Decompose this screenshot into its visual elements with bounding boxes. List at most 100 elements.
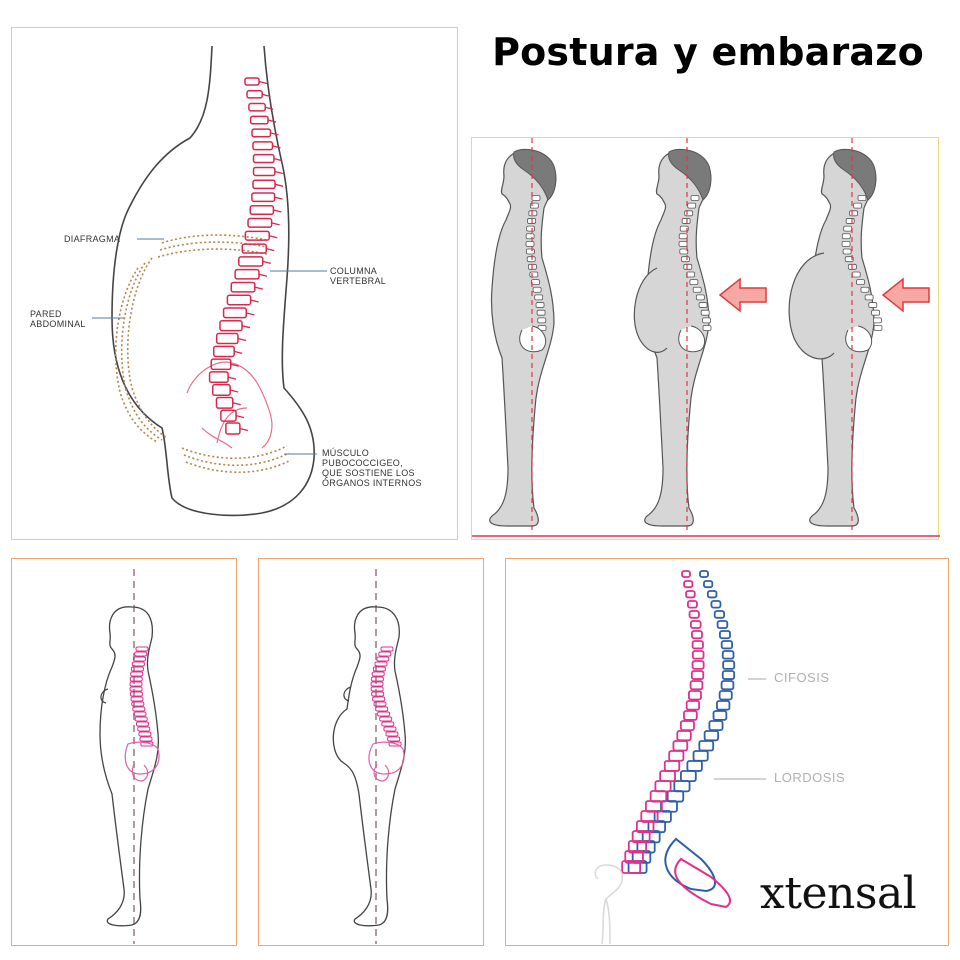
vertebra bbox=[687, 690, 702, 701]
vertebra bbox=[716, 620, 729, 629]
vertebra bbox=[691, 630, 703, 640]
vertebra bbox=[627, 840, 647, 854]
vertebra bbox=[703, 580, 714, 589]
vertebra bbox=[135, 721, 149, 727]
vertebra bbox=[851, 271, 861, 278]
vertebra bbox=[252, 179, 276, 190]
vertebra bbox=[842, 248, 852, 255]
muscle-layers bbox=[114, 234, 292, 474]
vertebra bbox=[248, 102, 266, 112]
vertebra bbox=[526, 248, 535, 255]
vertebra bbox=[249, 115, 269, 125]
vertebra bbox=[683, 580, 694, 589]
vertebra bbox=[376, 656, 390, 662]
vertebra bbox=[380, 646, 394, 652]
vertebra bbox=[370, 676, 384, 682]
vertebra bbox=[138, 731, 152, 737]
vertebra bbox=[536, 309, 546, 316]
vertebra bbox=[685, 590, 696, 599]
vertebra bbox=[688, 610, 700, 619]
vertebra bbox=[238, 256, 264, 267]
vertebra bbox=[691, 640, 704, 650]
vertebra bbox=[247, 217, 273, 228]
vertebra bbox=[226, 294, 252, 306]
figure-pregnant-mid bbox=[633, 138, 712, 534]
vertebra bbox=[219, 320, 243, 332]
vertebra bbox=[678, 240, 688, 247]
vertebra bbox=[702, 325, 712, 331]
vertebra bbox=[686, 760, 703, 772]
pelvis bbox=[678, 325, 706, 353]
vertebra bbox=[534, 294, 544, 301]
vertebra bbox=[528, 210, 538, 217]
left-arrow-icon bbox=[718, 277, 767, 313]
vertebra bbox=[370, 681, 384, 687]
vertebra bbox=[388, 741, 402, 747]
vertebra bbox=[685, 700, 701, 711]
vertebra bbox=[844, 256, 854, 263]
vertebra bbox=[140, 741, 154, 747]
vertebra bbox=[690, 195, 700, 201]
vertebra bbox=[683, 710, 698, 721]
vertebra bbox=[853, 202, 863, 209]
vertebra bbox=[252, 141, 274, 151]
vertebra bbox=[712, 710, 728, 721]
vertebra bbox=[251, 128, 272, 138]
vertebra bbox=[373, 701, 387, 707]
vertebra bbox=[208, 371, 229, 384]
vertebra bbox=[689, 680, 704, 691]
vertebra bbox=[691, 660, 705, 670]
vertebra bbox=[624, 850, 644, 864]
vertebra bbox=[130, 696, 144, 702]
line-figure-normal-panel bbox=[11, 558, 237, 946]
vertebra bbox=[684, 210, 694, 217]
line-figure-pregnant-panel bbox=[258, 558, 484, 946]
pelvis bbox=[186, 361, 273, 449]
vertebra bbox=[525, 240, 535, 247]
vertebra bbox=[375, 706, 389, 712]
vertebra bbox=[132, 706, 146, 712]
vertebra bbox=[535, 302, 545, 308]
pelvis-outline-icon bbox=[594, 864, 624, 945]
vertebra bbox=[680, 770, 697, 783]
vertebra bbox=[249, 205, 275, 216]
vertebra bbox=[668, 750, 685, 762]
page-title: Postura y embarazo bbox=[492, 30, 924, 74]
vertebra bbox=[385, 731, 399, 737]
vertebra bbox=[131, 661, 145, 667]
brand-logo: xtensal bbox=[760, 868, 917, 919]
vertebra bbox=[663, 760, 681, 772]
vertebra bbox=[700, 309, 710, 316]
vertebra bbox=[641, 830, 661, 844]
vertebra bbox=[841, 240, 851, 247]
vertebra bbox=[371, 691, 385, 697]
vertebra bbox=[689, 279, 699, 286]
vertebra bbox=[654, 780, 672, 793]
vertebra bbox=[681, 256, 690, 263]
vertebra bbox=[130, 666, 144, 672]
pelvis bbox=[519, 325, 547, 353]
vertebra bbox=[864, 294, 874, 301]
vertebra bbox=[699, 570, 709, 578]
vertebra bbox=[849, 210, 858, 217]
vertebra bbox=[132, 656, 146, 662]
vertebra bbox=[129, 691, 143, 697]
label-diafragma: DIAFRAGMA bbox=[64, 234, 121, 244]
vertebra bbox=[720, 640, 733, 650]
vertebra bbox=[687, 202, 697, 209]
vertebra bbox=[702, 317, 711, 324]
spine-pink-posture bbox=[621, 570, 705, 874]
vertebra bbox=[635, 820, 655, 834]
vertebra bbox=[666, 790, 685, 803]
label-columna-vertebral: COLUMNA VERTEBRAL bbox=[330, 266, 387, 286]
vertebra bbox=[212, 345, 235, 358]
label-lordosis: LORDOSIS bbox=[774, 770, 846, 785]
vertebra bbox=[710, 600, 722, 609]
leader-lines bbox=[92, 238, 327, 455]
vertebra bbox=[845, 218, 855, 224]
vertebra bbox=[676, 730, 692, 742]
vertebra bbox=[222, 307, 248, 319]
vertebra bbox=[683, 263, 693, 270]
vertebra bbox=[131, 701, 145, 707]
vertebra bbox=[690, 670, 705, 680]
